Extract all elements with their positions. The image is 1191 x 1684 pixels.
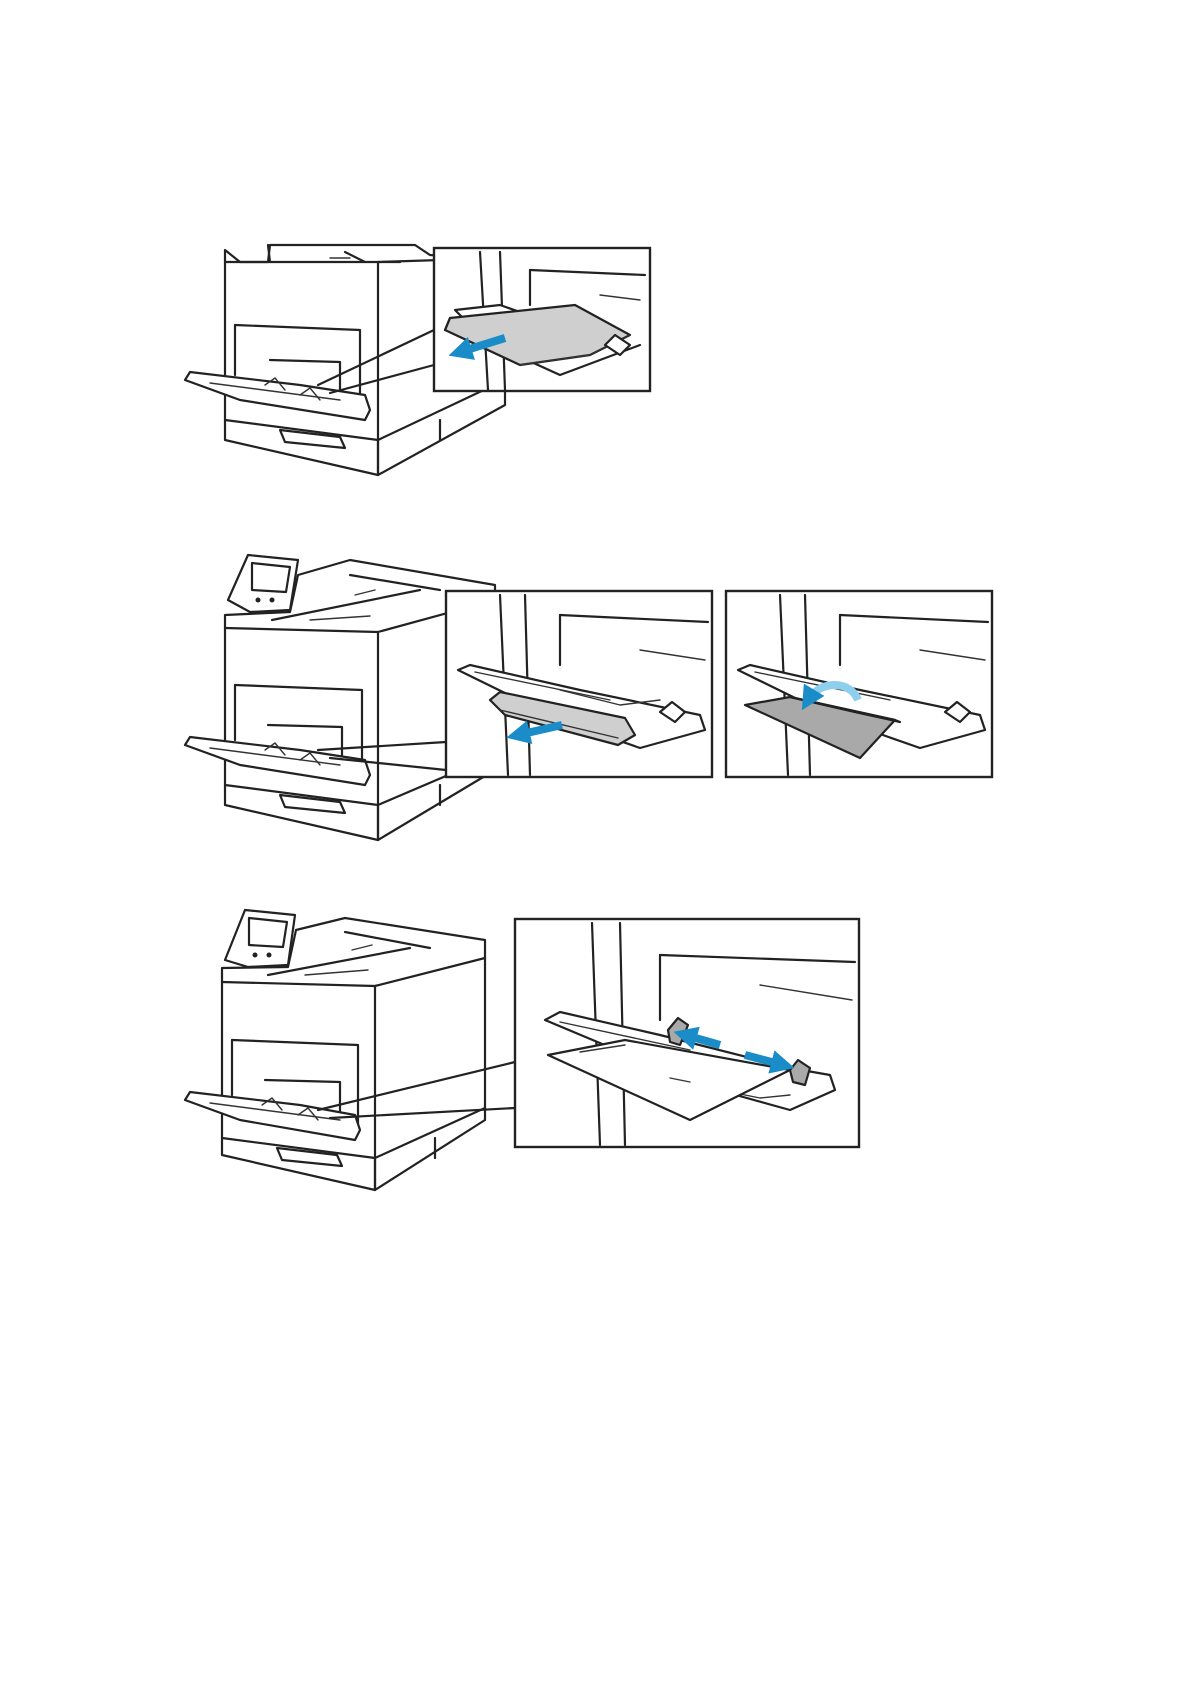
- step3-zoom-frame: [515, 919, 859, 1147]
- step1-zoom-frame: [434, 248, 650, 391]
- step3-printer: [185, 910, 515, 1190]
- step2b-zoom-frame: [726, 591, 992, 777]
- step2a-zoom-frame: [446, 591, 712, 777]
